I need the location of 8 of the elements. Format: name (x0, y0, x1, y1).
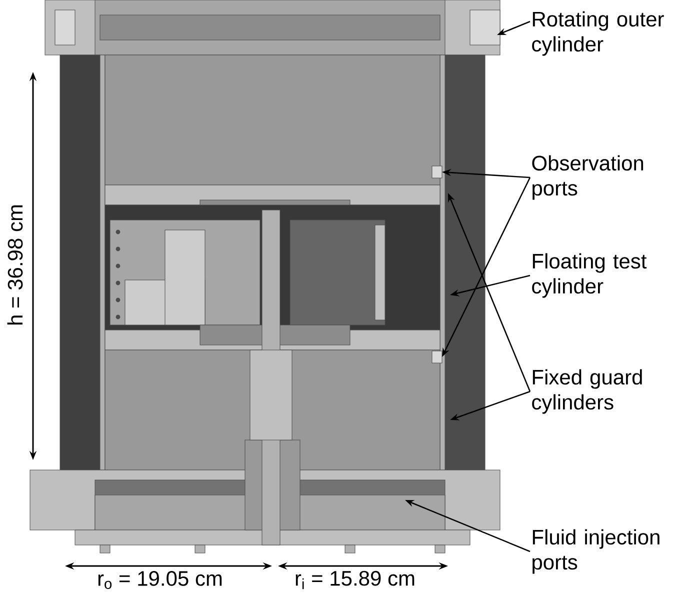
callout-text: Rotating outer cylinder (532, 11, 664, 56)
dimension-label: r$_{o}$ = 19.05 cm (98, 571, 222, 589)
callout-text: Floating test cylinder (532, 253, 647, 298)
callout-text: Fluid injection ports (532, 529, 660, 574)
callout-text: Fixed guard cylinders (532, 369, 642, 414)
callout-text: Observation ports (532, 155, 644, 200)
dimension-label: r$_{i}$ = 15.89 cm (296, 570, 414, 590)
dimension-label: h = 36.98 cm (7, 205, 23, 325)
